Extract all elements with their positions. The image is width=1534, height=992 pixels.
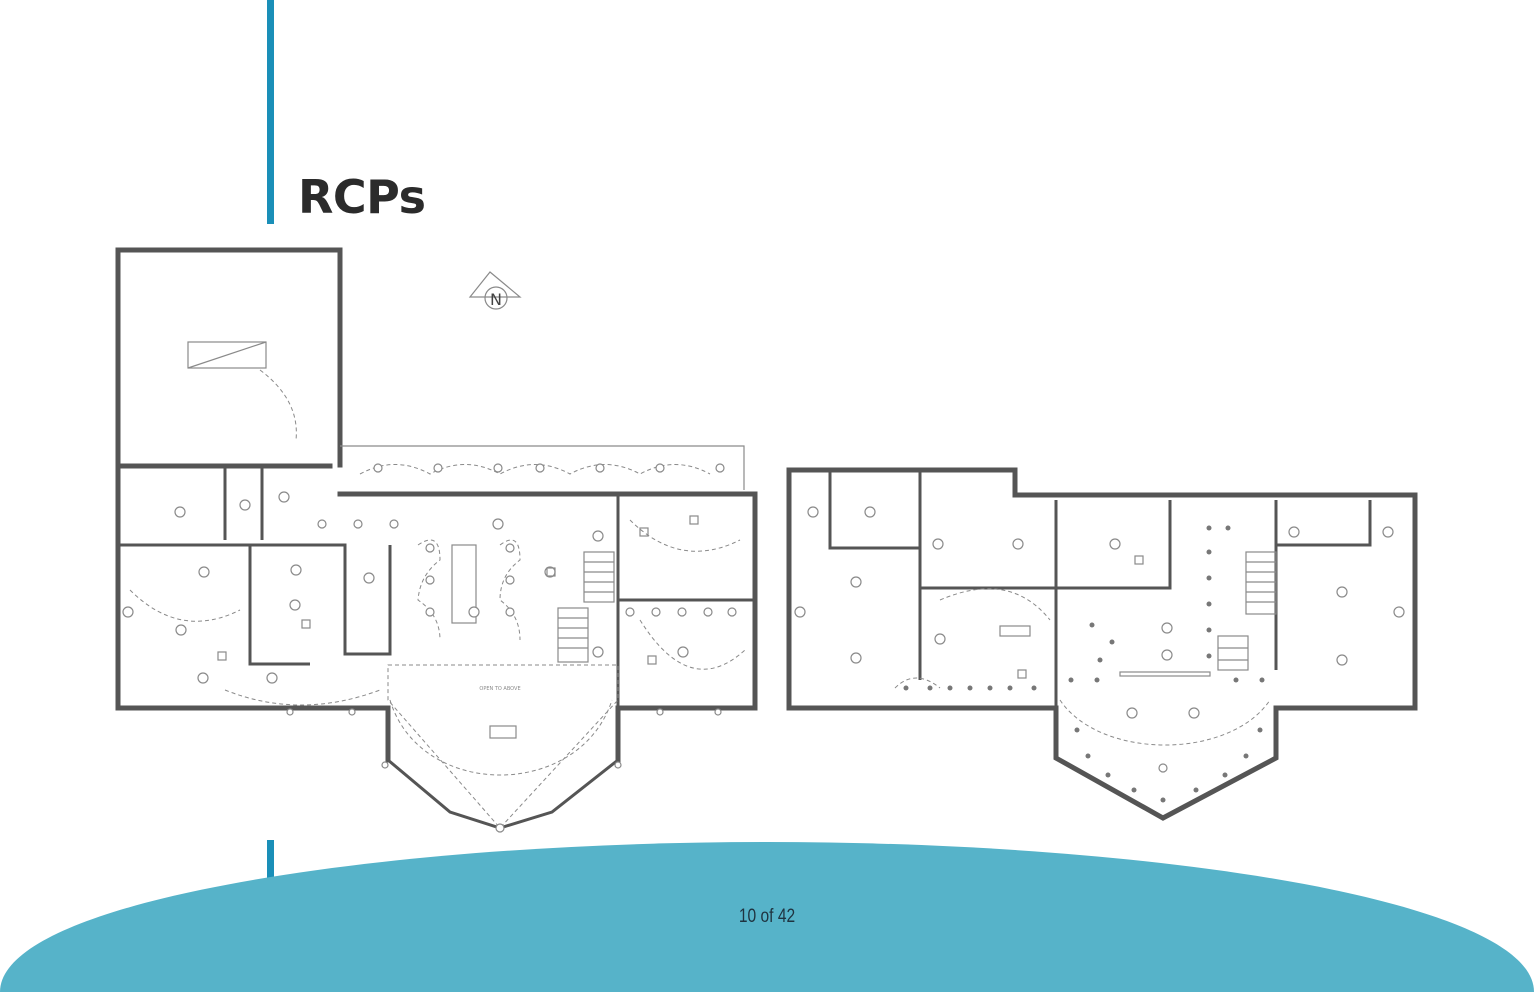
first-floor-rcp: OPEN TO ABOVE: [115, 247, 758, 833]
north-arrow-label: N: [490, 290, 502, 309]
page-title: RCPs: [298, 170, 426, 224]
second-floor-rcp: [786, 467, 1418, 821]
accent-bar-top: [267, 0, 274, 224]
bottom-band: [0, 842, 1534, 992]
page-number: 10 of 42: [738, 906, 796, 927]
open-to-above-label: OPEN TO ABOVE: [479, 686, 520, 692]
north-arrow-icon: N: [468, 271, 522, 310]
reflected-ceiling-plans: OPEN TO ABOVE N: [115, 247, 1418, 833]
